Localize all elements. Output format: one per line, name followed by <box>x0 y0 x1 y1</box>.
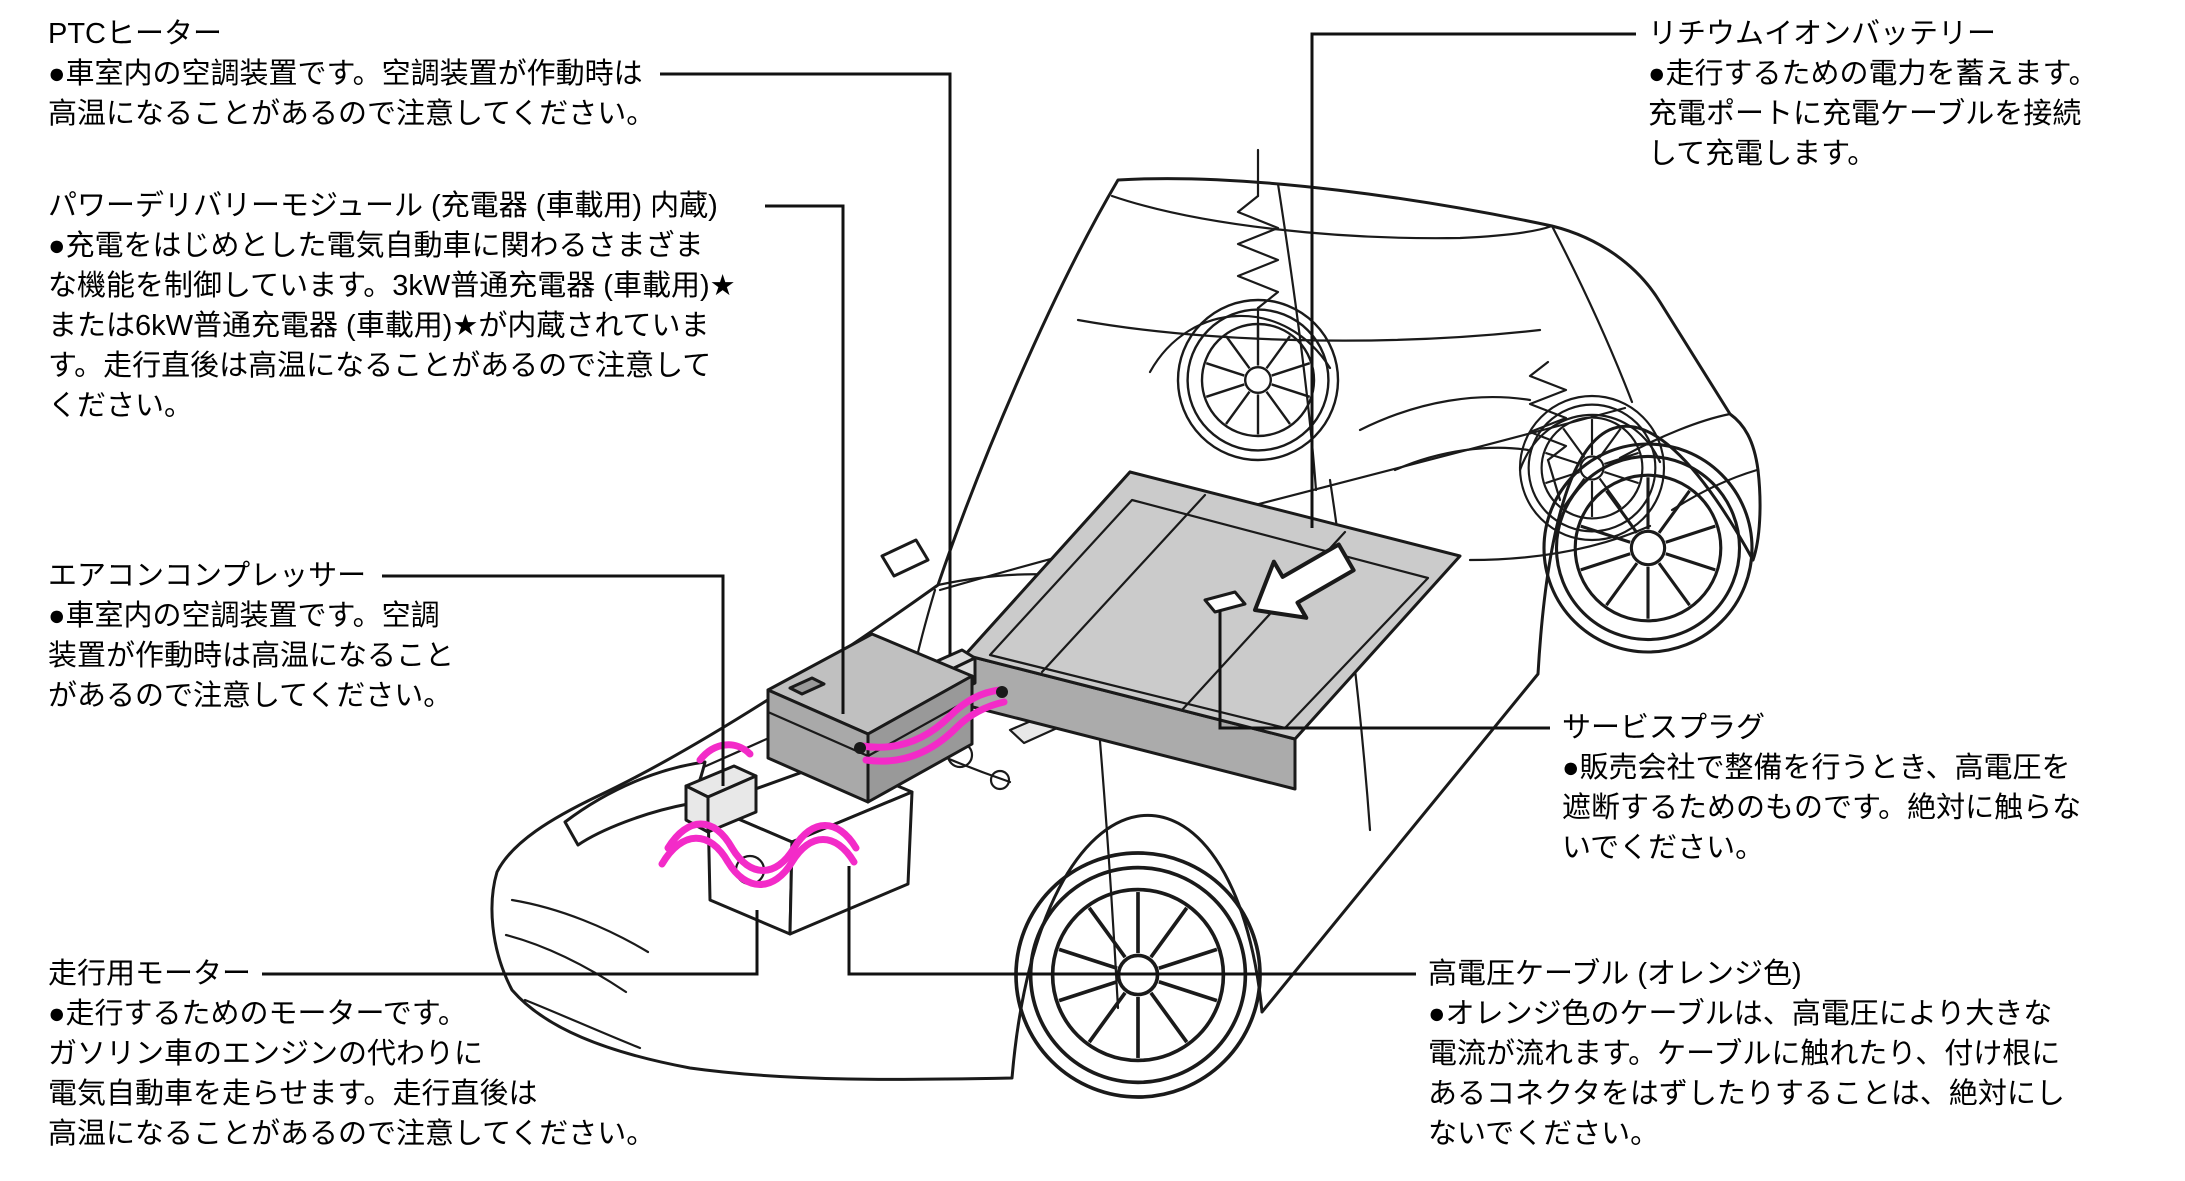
beltline <box>938 406 1627 592</box>
front-suspension-spring <box>1236 148 1280 342</box>
callout-high-voltage-cable: 高電圧ケーブル (オレンジ色) ●オレンジ色のケーブルは、高電圧により大きな 電… <box>1428 954 2065 1154</box>
service-plug-part <box>1203 590 1247 614</box>
callout-line: す。走行直後は高温になることがあるので注意して <box>48 350 712 382</box>
callout-ptc-heater: PTCヒーター ●車室内の空調装置です。空調装置が作動時は 高温になることがある… <box>48 14 655 134</box>
callout-line: 電気自動車を走らせます。走行直後は <box>48 1078 538 1110</box>
callout-line: 高温になることがあるので注意してください。 <box>48 98 656 130</box>
rear-wheel <box>1542 442 1754 654</box>
callout-line: いでください。 <box>1562 832 1765 864</box>
callout-title: サービスプラグ <box>1562 712 1766 744</box>
callout-line: ●オレンジ色のケーブルは、高電圧により大きな <box>1428 998 2053 1030</box>
callout-line: ●車室内の空調装置です。空調 <box>48 600 440 632</box>
battery-pack <box>963 470 1462 791</box>
callout-title: PTCヒーター <box>48 18 223 50</box>
callout-line: ないでください。 <box>1428 1118 1660 1150</box>
callout-line: ください。 <box>48 390 194 422</box>
leader-power-delivery-module <box>765 204 845 714</box>
callout-line: あるコネクタをはずしたりすることは、絶対にし <box>1428 1078 2065 1110</box>
callout-title: リチウムイオンバッテリー <box>1648 18 1997 50</box>
car-silhouette <box>490 177 1762 1081</box>
callout-line: があるので注意してください。 <box>48 680 453 712</box>
callout-title: 走行用モーター <box>48 958 252 990</box>
direction-arrow <box>1252 542 1356 620</box>
leader-ptc-heater <box>660 72 952 656</box>
callout-title: 高電圧ケーブル (オレンジ色) <box>1428 958 1802 990</box>
callout-power-delivery-module: パワーデリバリーモジュール (充電器 (車載用) 内蔵) ●充電をはじめとした電… <box>48 186 736 426</box>
callout-line: 高温になることがあるので注意してください。 <box>48 1118 656 1150</box>
high-voltage-cable-part <box>658 686 1008 888</box>
leader-high-voltage-cable <box>847 866 1416 976</box>
callout-line: ●車室内の空調装置です。空調装置が作動時は <box>48 58 643 90</box>
callout-line: して充電します。 <box>1648 138 1877 170</box>
callout-line: 電流が流れます。ケーブルに触れたり、付け根に <box>1428 1038 2061 1070</box>
far-rear-wheel <box>1518 394 1666 542</box>
callout-service-plug: サービスプラグ ●販売会社で整備を行うとき、高電圧を 遮断するためのものです。絶… <box>1562 708 2081 868</box>
callout-line: 装置が作動時は高温になること <box>48 640 455 672</box>
leader-traction-motor <box>262 910 759 976</box>
callout-line: ●走行するためのモーターです。 <box>48 998 467 1030</box>
leader-ac-compressor <box>382 574 725 786</box>
ac-compressor-part <box>684 764 758 834</box>
callout-line: 充電ポートに充電ケーブルを接続 <box>1648 98 2082 130</box>
callout-line: な機能を制御しています。3kW普通充電器 (車載用)★ <box>48 270 736 302</box>
callout-line: ●走行するための電力を蓄えます。 <box>1648 58 2098 90</box>
callout-line: ●販売会社で整備を行うとき、高電圧を <box>1562 752 2071 784</box>
callout-title: エアコンコンプレッサー <box>48 560 367 592</box>
callout-ac-compressor: エアコンコンプレッサー ●車室内の空調装置です。空調 装置が作動時は高温になるこ… <box>48 556 454 716</box>
side-mirror <box>880 538 930 578</box>
callout-lithium-ion-battery: リチウムイオンバッテリー ●走行するための電力を蓄えます。 充電ポートに充電ケー… <box>1648 14 2098 174</box>
callout-line: ガソリン車のエンジンの代わりに <box>48 1038 484 1070</box>
callout-traction-motor: 走行用モーター ●走行するためのモーターです。 ガソリン車のエンジンの代わりに … <box>48 954 655 1154</box>
leader-lithium-ion-battery <box>1310 32 1636 528</box>
callout-line: または6kW普通充電器 (車載用)★が内蔵されていま <box>48 310 710 342</box>
callout-line: ●充電をはじめとした電気自動車に関わるさまざま <box>48 230 704 262</box>
leader-service-plug <box>1218 610 1550 730</box>
callout-title: パワーデリバリーモジュール (充電器 (車載用) 内蔵) <box>48 190 718 222</box>
callout-line: 遮断するためのものです。絶対に触らな <box>1562 792 2082 824</box>
